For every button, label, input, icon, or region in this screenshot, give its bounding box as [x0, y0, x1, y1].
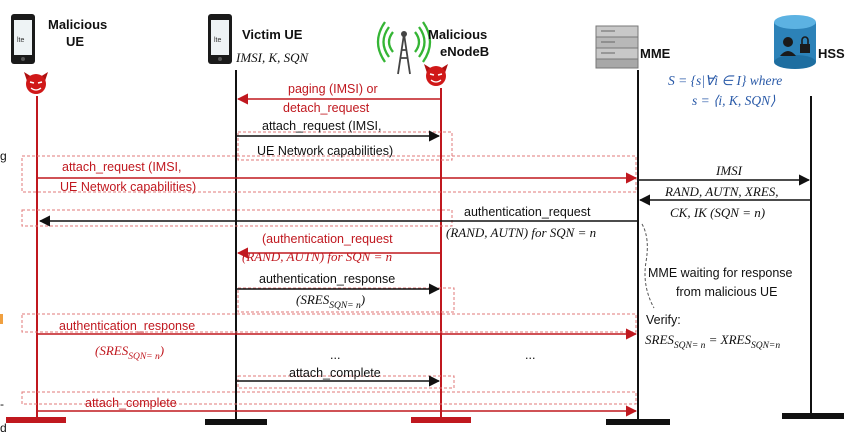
- server-icon: [595, 25, 639, 69]
- mme-base: [606, 419, 670, 425]
- imsi-label: IMSI: [715, 163, 743, 178]
- attach-request-malicious-label-1: attach_request (IMSI,: [62, 160, 182, 174]
- ellipsis-2: ...: [525, 348, 535, 362]
- waiting-bracket: [641, 223, 655, 309]
- attach-complete-malicious-label: attach_complete: [85, 396, 177, 410]
- malicious-ue-phone-icon: lte: [11, 14, 35, 64]
- auth-response-malicious-label-2: (SRESSQN= n): [95, 343, 164, 362]
- edge-mark: [0, 314, 3, 324]
- auth-request-forward-label-1: (authentication_request: [262, 232, 393, 246]
- auth-request-forward-label-2: (RAND, AUTN) for SQN = n: [242, 249, 392, 264]
- auth-response-victim-label-2: (SRESSQN= n): [296, 292, 365, 311]
- auth-response-malicious-label-1: authentication_response: [59, 319, 195, 333]
- hss-label: HSS: [818, 46, 845, 61]
- ellipsis-1: ...: [330, 348, 340, 362]
- malicious-ue-label-2: UE: [66, 34, 84, 49]
- attach-request-victim-label-2: UE Network capabilities): [257, 144, 393, 158]
- hss-base: [782, 413, 844, 419]
- edge-glyph-d: d: [0, 421, 7, 434]
- malicious-ue-base: [6, 417, 66, 423]
- edge-glyph-g: g: [0, 149, 7, 163]
- victim-ue-phone-icon: lte: [208, 14, 232, 64]
- malicious-ue-label-1: Malicious: [48, 17, 107, 32]
- malicious-enb-label-2: eNodeB: [440, 44, 489, 59]
- hss-response-label-1: RAND, AUTN, XRES,: [664, 184, 779, 199]
- verify-label: Verify:: [646, 313, 681, 327]
- mme-label: MME: [640, 46, 671, 61]
- waiting-note-1: MME waiting for response: [648, 266, 793, 280]
- edge-glyph-dash: -: [0, 397, 4, 411]
- devil-icon: [24, 72, 48, 94]
- hss-response-label-2: CK, IK (SQN = n): [670, 205, 765, 220]
- auth-response-victim-label-1: authentication_response: [259, 272, 395, 286]
- waiting-note-2: from malicious UE: [676, 285, 777, 299]
- hss-set-line-1: S = {s|∀i ∈ I} where: [668, 73, 782, 88]
- devil-icon: [424, 64, 448, 86]
- auth-request-mme-label-1: authentication_request: [464, 205, 591, 219]
- paging-label-2: detach_request: [283, 101, 370, 115]
- victim-ue-params: IMSI, K, SQN: [235, 50, 310, 65]
- radio-tower-icon: [376, 21, 432, 75]
- svg-text:lte: lte: [17, 37, 25, 44]
- attach-complete-victim-label: attach_complete: [289, 366, 381, 380]
- auth-request-mme-label-2: (RAND, AUTN) for SQN = n: [446, 225, 596, 240]
- database-icon: [774, 15, 816, 69]
- victim-ue-label: Victim UE: [242, 27, 303, 42]
- hss-set-line-2: s = ⟨i, K, SQN⟩: [692, 93, 776, 108]
- malicious-enb-label-1: Malicious: [428, 27, 487, 42]
- attach-request-malicious-label-2: UE Network capabilities): [60, 180, 196, 194]
- verify-equation: SRESSQN= n = XRESSQN=n: [645, 332, 780, 351]
- svg-text:lte: lte: [214, 37, 222, 44]
- victim-ue-base: [205, 419, 267, 425]
- attach-request-victim-label-1: attach_request (IMSI,: [262, 119, 382, 133]
- malicious-enb-base: [411, 417, 471, 423]
- paging-label-1: paging (IMSI) or: [288, 82, 378, 96]
